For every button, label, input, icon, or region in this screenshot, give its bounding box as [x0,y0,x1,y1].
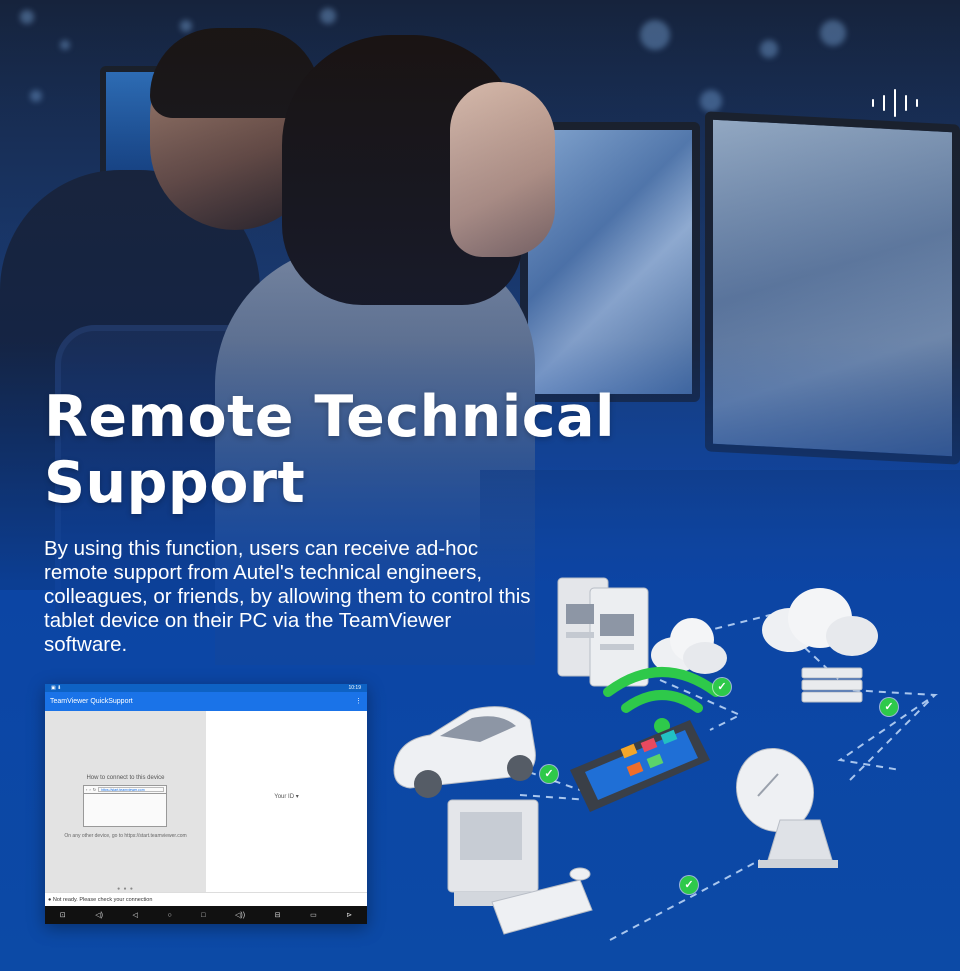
dropdown-icon[interactable]: ▾ [295,794,299,800]
page-title: Remote Technical Support [44,384,664,516]
overflow-menu-icon[interactable]: ⋮ [355,698,362,705]
app-bar: TeamViewer QuickSupport ⋮ [45,692,367,711]
feature-description: By using this function, users can receiv… [44,537,531,656]
teamviewer-screenshot: ▣ ⬇ 10:19 TeamViewer QuickSupport ⋮ How … [45,684,367,924]
status-dot-icon: ● [48,897,53,903]
status-time: 10:19 [348,685,361,691]
desktop-computer [447,799,593,935]
car [393,706,536,798]
page-indicator: ● ● ● [117,886,134,892]
display-icon[interactable]: ▭ [310,911,317,919]
check-icon: ✓ [540,765,558,783]
atm-machines [557,577,649,687]
id-pane: Your ID ▾ [206,711,367,892]
notification-icons: ▣ ⬇ [51,685,62,691]
diagnostic-tablet [570,720,710,812]
volume-up-icon[interactable]: ◁)) [235,911,246,919]
app-title: TeamViewer QuickSupport [50,698,133,705]
status-bar: ▣ ⬇ 10:19 [45,684,367,692]
screenshot-icon[interactable]: ⊡ [59,911,66,919]
back-arrow-icon: ‹ [86,787,88,792]
satellite-dish [736,747,838,868]
cloud-left [651,618,727,674]
network-diagram: ✓ ✓ ✓ ✓ [380,560,960,950]
android-nav-bar: ⊡ ◁) ◁ ○ □ ◁)) ⊟ ▭ ⊳ [45,906,367,924]
browser-illustration: ‹ › ↻ https://start.teamviewer.com [83,785,167,827]
check-icon: ✓ [880,698,898,716]
your-id-label: Your ID [274,794,295,800]
check-icon: ✓ [680,876,698,894]
back-icon[interactable]: ◁ [132,911,138,919]
forward-arrow-icon: › [89,787,91,792]
title-line-1: Remote Technical [44,384,616,450]
connect-hint: On any other device, go to https://start… [64,833,187,839]
recent-apps-icon[interactable]: □ [201,911,206,919]
connection-status: ● Not ready. Please check your connectio… [45,892,367,906]
cloud-right [762,588,878,656]
sound-wave-icon [872,88,918,118]
url-box: https://start.teamviewer.com [98,787,164,792]
home-icon[interactable]: ○ [167,911,172,919]
check-icon: ✓ [713,678,731,696]
instructions-pane: How to connect to this device ‹ › ↻ http… [45,711,206,892]
reload-icon: ↻ [92,787,97,792]
how-to-connect-label: How to connect to this device [86,775,165,781]
play-icon[interactable]: ⊳ [346,911,353,919]
volume-down-icon[interactable]: ◁) [95,911,103,919]
server-stack [801,667,863,703]
car-icon[interactable]: ⊟ [274,911,281,919]
title-line-2: Support [44,450,306,516]
status-message: Not ready. Please check your connection [52,897,153,903]
diagram-graphics [393,577,938,941]
